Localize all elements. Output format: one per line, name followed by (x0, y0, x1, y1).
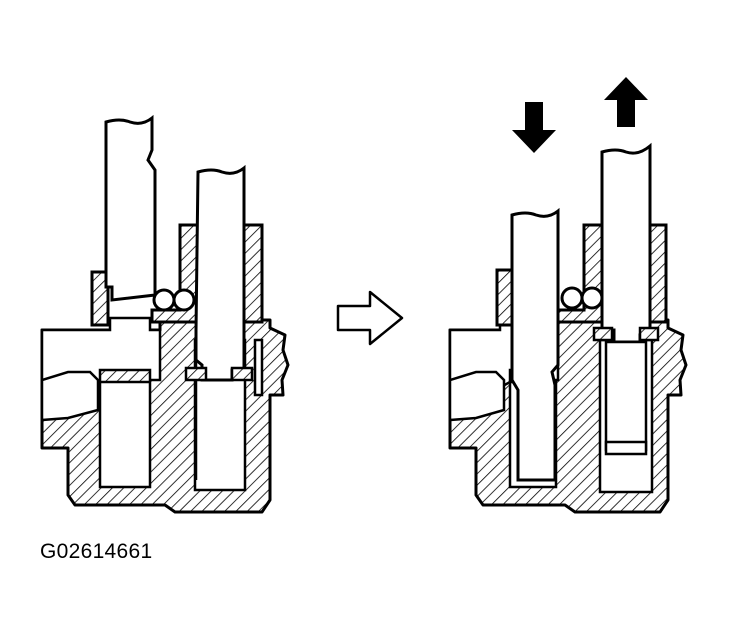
right-flange (495, 268, 514, 327)
left-assembly (40, 114, 290, 514)
right-seal-1 (592, 326, 614, 342)
left-bore-1 (98, 380, 152, 489)
right-rod-2-tip (604, 440, 648, 456)
up-arrow-icon (604, 77, 648, 127)
down-arrow-icon (512, 102, 556, 153)
left-seal-2 (230, 366, 254, 382)
left-rod-1 (104, 114, 157, 302)
left-step (253, 338, 264, 397)
right-ball-1 (560, 286, 584, 310)
left-ball-1 (152, 288, 176, 312)
left-rod-2 (194, 164, 246, 382)
left-seal-1 (184, 366, 208, 382)
right-rod-2-lower (604, 340, 648, 452)
left-flange (90, 270, 110, 327)
left-ball-2 (172, 288, 196, 312)
left-pocket (40, 370, 100, 422)
right-rod-2 (600, 142, 652, 344)
right-pocket (448, 370, 506, 422)
right-rod-1 (510, 207, 560, 482)
figure-code: G02614661 (40, 540, 153, 563)
right-assembly (448, 77, 688, 514)
outline-right-arrow-icon (336, 290, 404, 346)
right-ball-2 (580, 286, 604, 310)
right-seal-2 (638, 326, 660, 342)
